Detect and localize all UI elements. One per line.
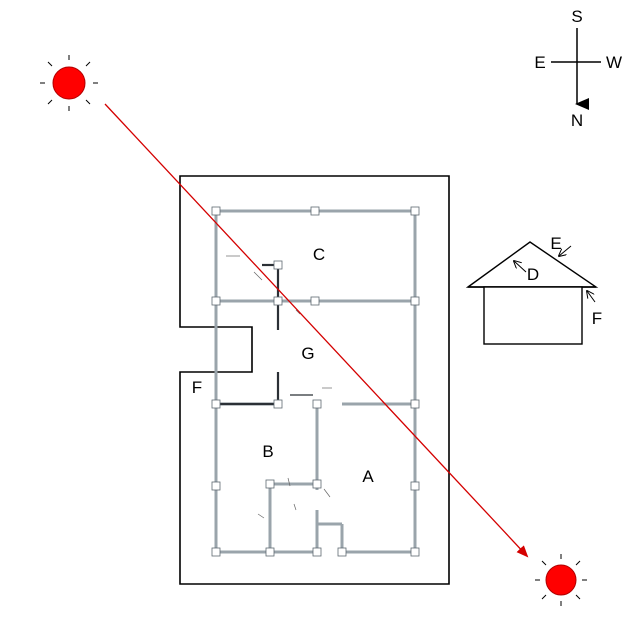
room-label-a: A <box>362 467 374 486</box>
interior-partitions <box>216 263 313 406</box>
room-label-g: G <box>301 344 314 363</box>
compass: S N E W <box>534 7 622 130</box>
area-label-f: F <box>192 378 202 397</box>
room-label-c: C <box>313 245 325 264</box>
compass-north-label: N <box>571 111 583 130</box>
room-label-b: B <box>262 442 273 461</box>
compass-west-label: W <box>606 53 622 72</box>
compass-east-label: E <box>534 53 545 72</box>
sun-top-left-icon <box>40 55 98 111</box>
floor-plan <box>211 206 420 557</box>
label-e-arrow <box>559 245 572 256</box>
site-boundary <box>179 175 450 585</box>
sun-bottom-right-icon <box>535 554 587 606</box>
sun-path-arrow <box>104 103 529 558</box>
label-d-arrow <box>514 261 527 273</box>
label-f-arrow <box>587 291 596 303</box>
dimension-ticks <box>226 255 332 519</box>
house-elevation: D E F <box>465 234 602 345</box>
house-label-f: F <box>592 309 602 328</box>
compass-south-label: S <box>571 7 582 26</box>
wall-joints <box>211 206 420 557</box>
house-body <box>483 286 583 345</box>
house-label-d: D <box>527 265 539 284</box>
house-label-e: E <box>550 234 561 253</box>
